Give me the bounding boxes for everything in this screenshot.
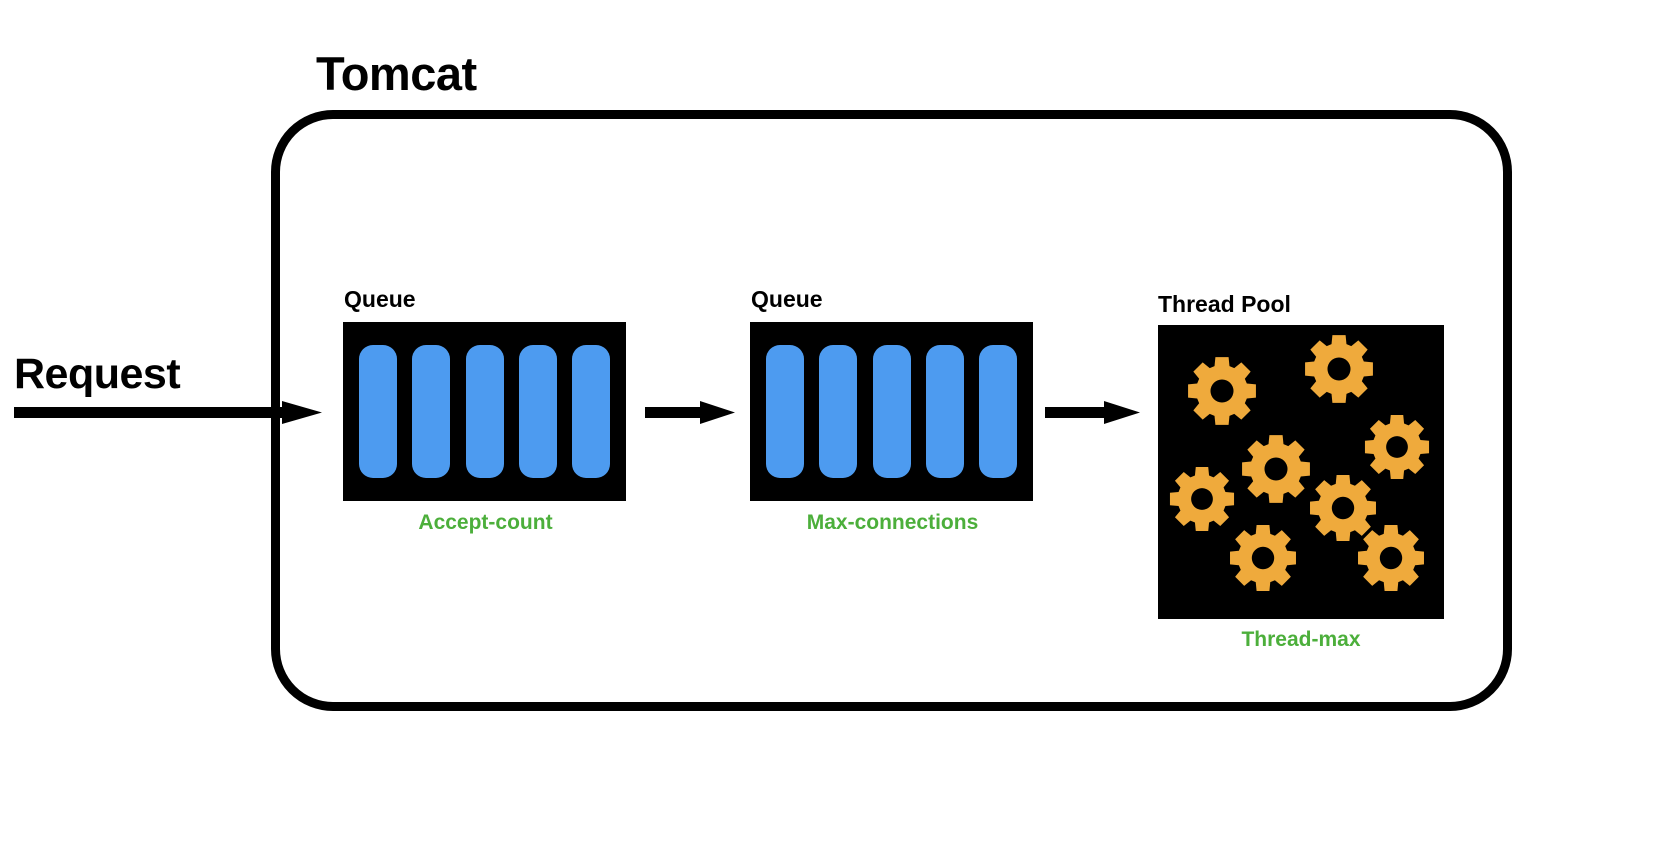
queue-slot [925,345,964,478]
gear-icon [1356,523,1426,593]
arrow-right-icon [14,401,322,424]
queue-slot [819,345,858,478]
gear-icon [1363,413,1431,481]
gear-icon [1308,473,1378,543]
accept-count-label: Accept-count [418,511,553,534]
thread-pool-box [1158,325,1444,619]
queue-slot [572,345,610,478]
queue-slot [412,345,451,478]
thread-pool-caption: Thread Pool [1158,291,1291,317]
queue-slot [979,345,1017,478]
queue-slot [872,345,911,478]
thread-max-label: Thread-max [1241,628,1361,651]
gear-icon [1228,523,1298,593]
page-title: Tomcat [316,47,477,100]
gear-icon [1303,333,1375,405]
arrow-right-icon [1045,401,1140,424]
gear-icon [1186,355,1258,427]
connection-queue-box [750,322,1033,501]
gear-icon [1240,433,1312,505]
queue-slot [518,345,557,478]
accept-queue-box [343,322,626,501]
queue-slot [766,345,804,478]
connection-queue-caption: Queue [751,286,823,312]
gear-icon [1168,465,1236,533]
arrow-right-icon [645,401,735,424]
queue-slot [359,345,397,478]
accept-queue-caption: Queue [344,286,416,312]
max-connections-label: Max-connections [806,511,979,534]
request-label: Request [14,350,181,398]
queue-slot [465,345,504,478]
